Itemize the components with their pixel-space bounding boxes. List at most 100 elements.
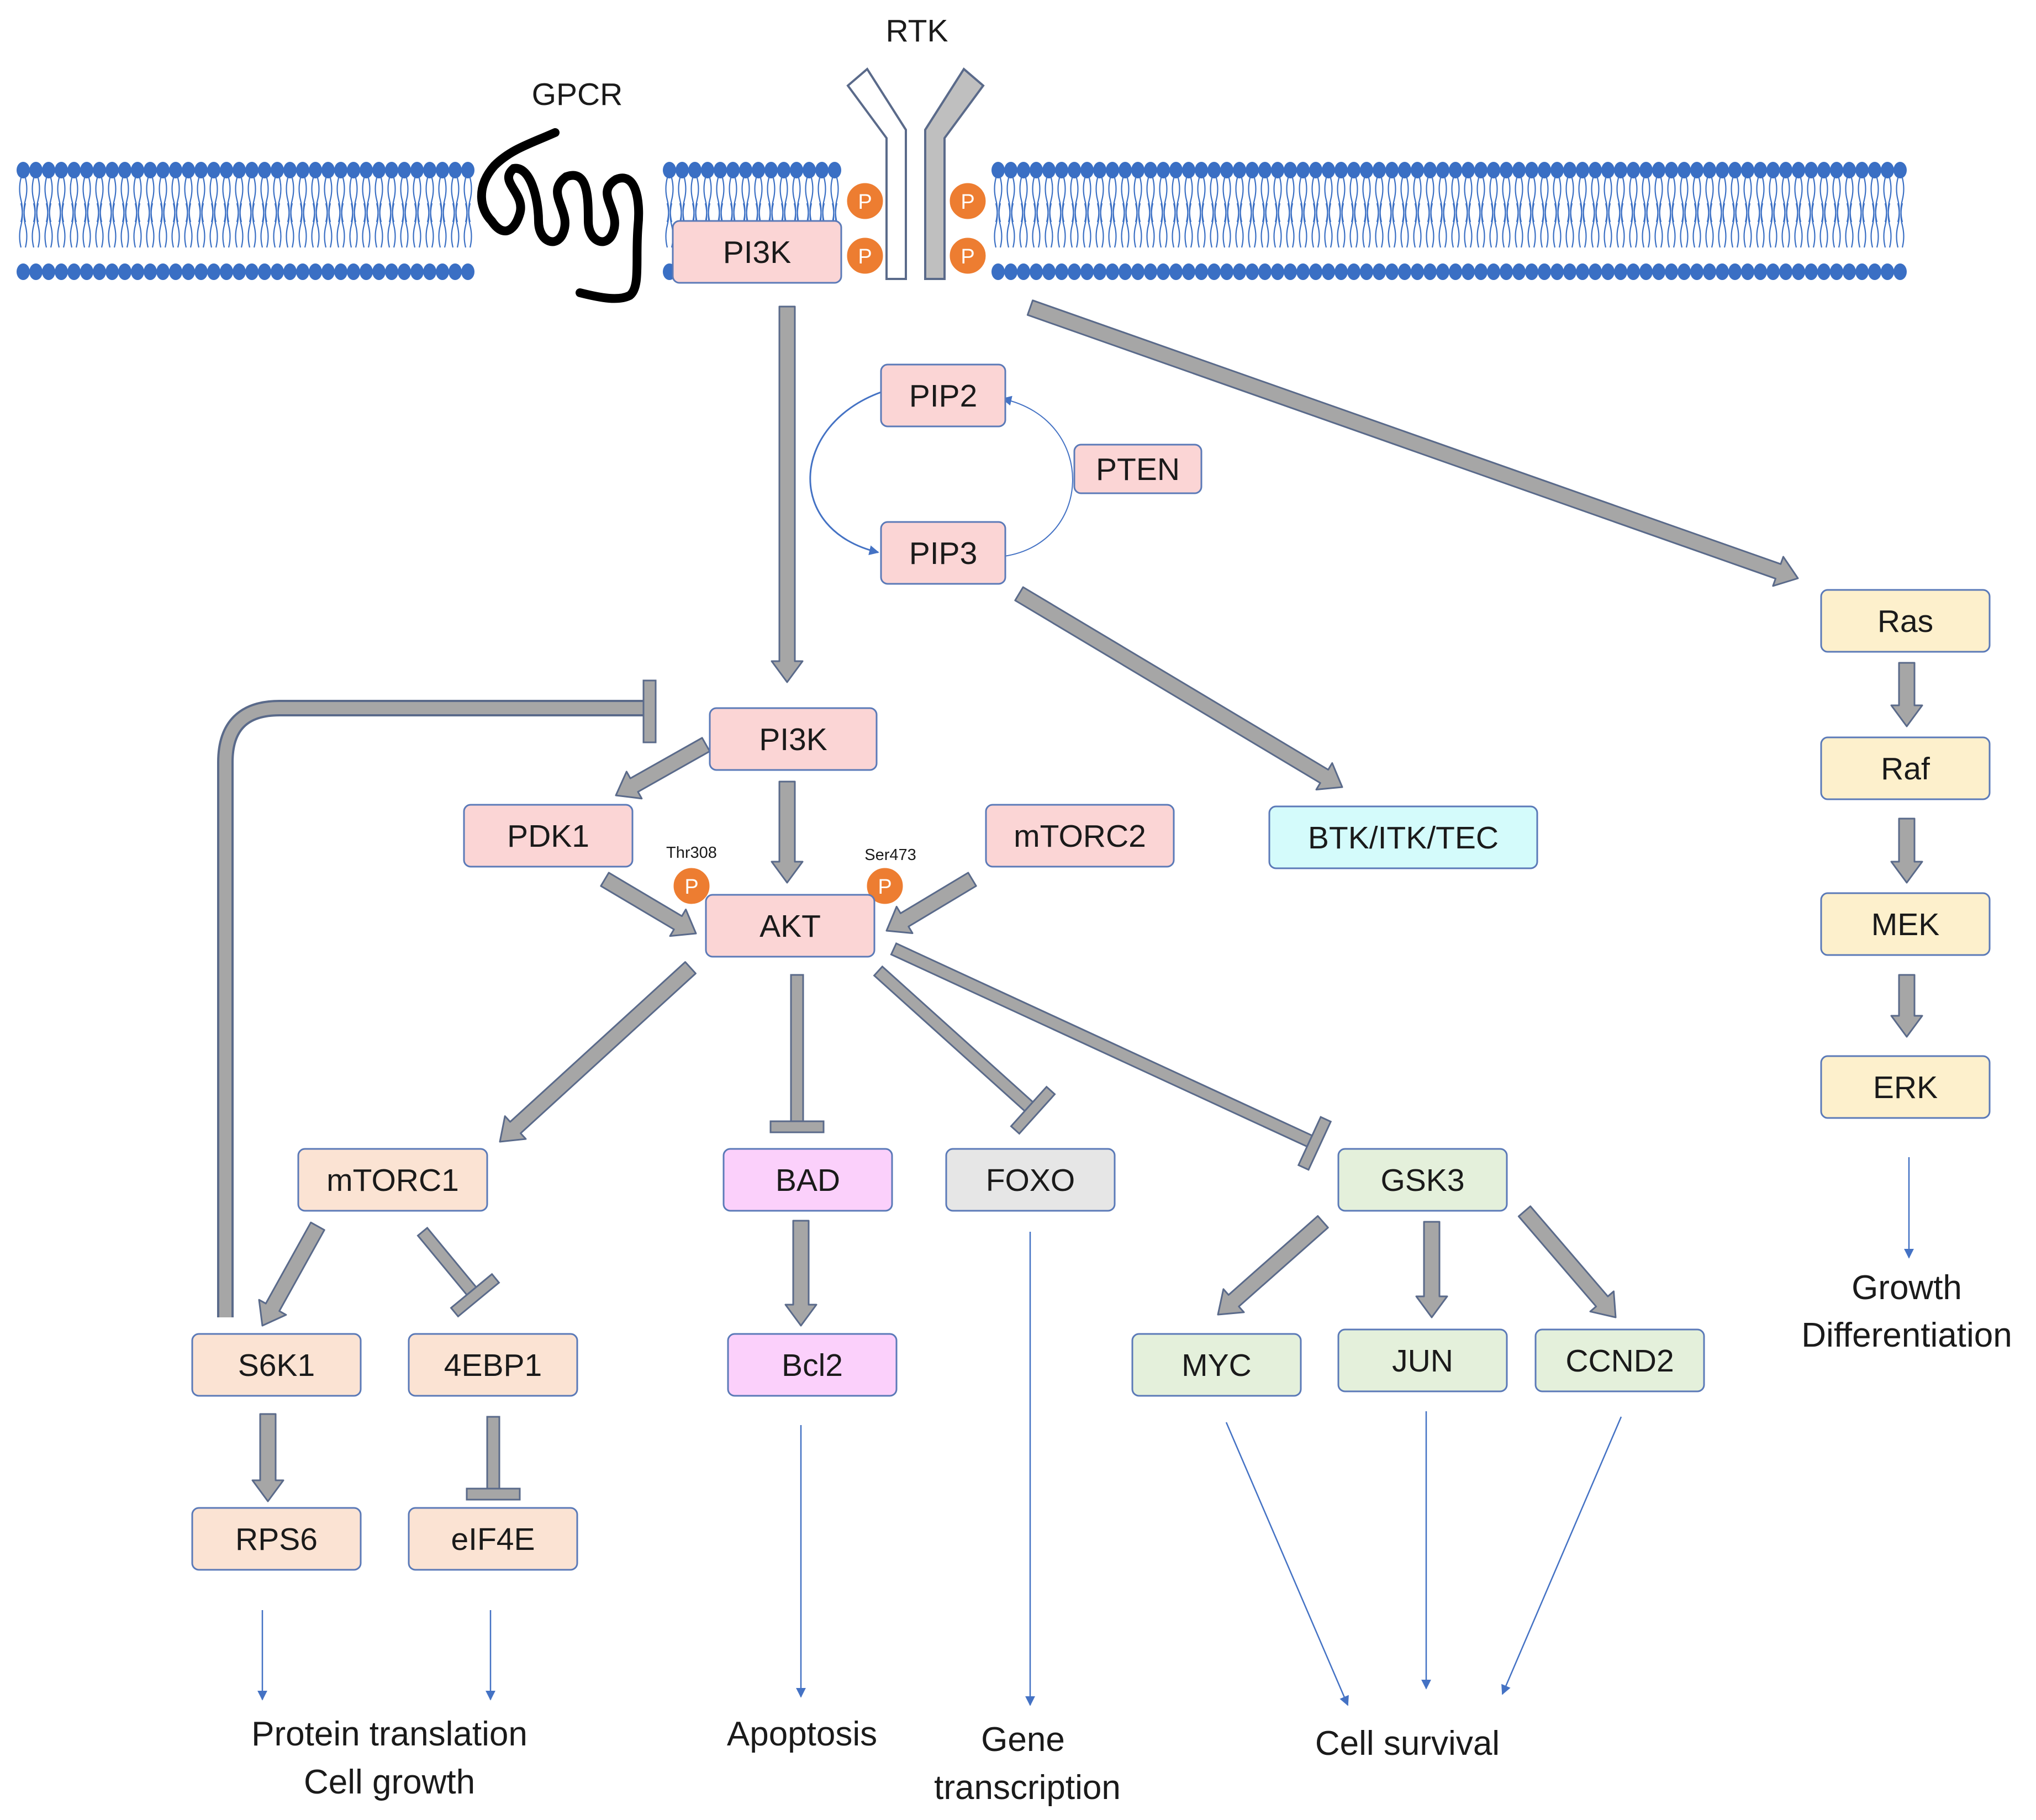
arrow-gsk3-to-myc: [1217, 1215, 1329, 1316]
arrow-pip3-to-btk: [1014, 586, 1343, 791]
node-foxo: FOXO: [945, 1148, 1116, 1212]
thin-connectors: [257, 1157, 1914, 1706]
inhibit-akt-to-foxo: [873, 965, 1056, 1135]
node-eif4e-label: eIF4E: [451, 1522, 535, 1557]
arrow-bad-to-bcl2: [784, 1220, 817, 1327]
node-gsk3: GSK3: [1337, 1148, 1508, 1212]
node-rps6-label: RPS6: [235, 1522, 318, 1557]
thick-connectors: [217, 299, 1923, 1502]
pip3-to-pip2-arc: [999, 395, 1073, 557]
thin-arrow-ccnd2-to-survival: [1501, 1416, 1622, 1695]
node-4ebp1: 4EBP1: [408, 1333, 578, 1397]
node-myc: MYC: [1131, 1333, 1302, 1397]
rtk-receptor: RTK: [846, 13, 985, 280]
node-raf: Raf: [1820, 736, 1991, 800]
node-erk-label: ERK: [1873, 1070, 1938, 1105]
pip-cycle: [809, 391, 1073, 557]
node-pi3k-membrane: PI3K: [672, 220, 842, 284]
membrane-segment-1: [17, 162, 474, 280]
outcome-transcription: transcription: [934, 1769, 1121, 1807]
node-bad-label: BAD: [776, 1163, 840, 1198]
pip2-to-pip3-arc: [809, 391, 882, 556]
arrow-mtorc2-to-akt: [885, 872, 977, 934]
arrow-pi3k-to-akt: [771, 780, 804, 884]
thin-arrow-myc-to-survival: [1225, 1422, 1349, 1706]
phospho-sites: P P P P P P: [672, 181, 988, 906]
akt-ser473-phospho-icon: P: [865, 866, 905, 906]
rtk-left-phospho-lower-icon: P: [845, 236, 885, 276]
outcome-cell-growth: Cell growth: [304, 1763, 475, 1801]
node-pten: PTEN: [1073, 444, 1202, 494]
node-jun: JUN: [1337, 1328, 1508, 1392]
node-pip3: PIP3: [880, 521, 1006, 585]
rtk-right-phospho-lower-icon: P: [948, 236, 988, 276]
node-mtorc1-label: mTORC1: [326, 1163, 459, 1198]
akt-thr308-phospho-icon-label: P: [684, 875, 698, 899]
node-foxo-label: FOXO: [986, 1163, 1075, 1198]
outcome-labels: Protein translation Cell growth Apoptosi…: [251, 1269, 2012, 1807]
node-myc-label: MYC: [1181, 1348, 1252, 1383]
rtk-right-phospho-upper-icon: P: [948, 181, 988, 221]
node-ras-label: Ras: [1877, 604, 1933, 639]
node-btk-itk-tec-label: BTK/ITK/TEC: [1308, 820, 1499, 856]
gpcr-receptor: GPCR: [477, 77, 643, 303]
node-pdk1-label: PDK1: [507, 819, 589, 854]
rtk-right-phospho-lower-icon-label: P: [961, 245, 974, 268]
node-ras: Ras: [1820, 589, 1991, 653]
rtk-right-chain: [924, 67, 985, 280]
arrow-gsk3-to-jun: [1415, 1221, 1448, 1318]
inhibit-4ebp1-to-eif4e: [466, 1416, 521, 1501]
arrow-ras-to-raf: [1890, 662, 1923, 727]
node-bcl2: Bcl2: [727, 1333, 898, 1397]
akt-ser473-phospho-icon-label: P: [878, 875, 892, 899]
node-pip3-label: PIP3: [909, 536, 978, 571]
node-akt-label: AKT: [759, 909, 821, 944]
gpcr-label: GPCR: [532, 77, 623, 112]
inhibit-akt-to-bad: [769, 974, 825, 1133]
arrow-mtorc1-to-s6k1: [258, 1221, 325, 1327]
outcome-differentiation: Differentiation: [1801, 1316, 2012, 1354]
node-btk-itk-tec: BTK/ITK/TEC: [1268, 805, 1538, 869]
rtk-label: RTK: [886, 13, 948, 49]
node-mtorc2-label: mTORC2: [1014, 819, 1146, 854]
site-ser473-label: Ser473: [864, 846, 916, 864]
node-jun-label: JUN: [1392, 1343, 1453, 1379]
membrane-segment-3: [991, 162, 1907, 280]
node-rps6: RPS6: [191, 1507, 362, 1571]
node-akt: AKT: [705, 894, 875, 958]
node-raf-label: Raf: [1881, 751, 1930, 787]
node-pip2-label: PIP2: [909, 378, 978, 414]
node-ccnd2: CCND2: [1534, 1328, 1705, 1392]
gpcr-coil: [477, 128, 643, 303]
rtk-left-phospho-upper-icon-label: P: [858, 191, 872, 214]
arrow-s6k1-to-rps6: [251, 1413, 284, 1502]
inhibit-s6k1-feedback-to-pi3k: [217, 679, 657, 1317]
rtk-left-chain: [846, 67, 907, 280]
node-bcl2-label: Bcl2: [782, 1348, 843, 1383]
node-pi3k-membrane-label: PI3K: [723, 235, 792, 270]
outcome-gene: Gene: [981, 1721, 1065, 1759]
node-pten-label: PTEN: [1096, 452, 1180, 487]
node-pdk1: PDK1: [463, 804, 634, 868]
arrow-akt-to-mtorc1: [499, 961, 697, 1143]
inhibit-mtorc1-to-4ebp1: [416, 1226, 500, 1318]
arrow-membrane-to-ras: [1026, 299, 1799, 587]
node-gsk3-label: GSK3: [1380, 1163, 1464, 1198]
arrow-pi3k-membrane-to-pi3k: [771, 305, 804, 683]
inhibit-akt-to-gsk3: [890, 942, 1332, 1171]
site-thr308-label: Thr308: [666, 844, 717, 862]
node-pip2: PIP2: [880, 363, 1006, 428]
outcome-growth: Growth: [1852, 1269, 1962, 1307]
outcome-apoptosis: Apoptosis: [727, 1715, 877, 1753]
rtk-left-phospho-lower-icon-label: P: [858, 245, 872, 268]
node-eif4e: eIF4E: [408, 1507, 578, 1571]
node-ccnd2-label: CCND2: [1565, 1343, 1674, 1379]
node-mtorc2: mTORC2: [985, 804, 1175, 868]
node-bad: BAD: [722, 1148, 893, 1212]
rtk-left-phospho-upper-icon: P: [845, 181, 885, 221]
rtk-right-phospho-upper-icon-label: P: [961, 191, 974, 214]
outcome-cell-survival: Cell survival: [1315, 1724, 1500, 1763]
node-mtorc1: mTORC1: [297, 1148, 488, 1212]
node-pi3k: PI3K: [709, 707, 878, 771]
